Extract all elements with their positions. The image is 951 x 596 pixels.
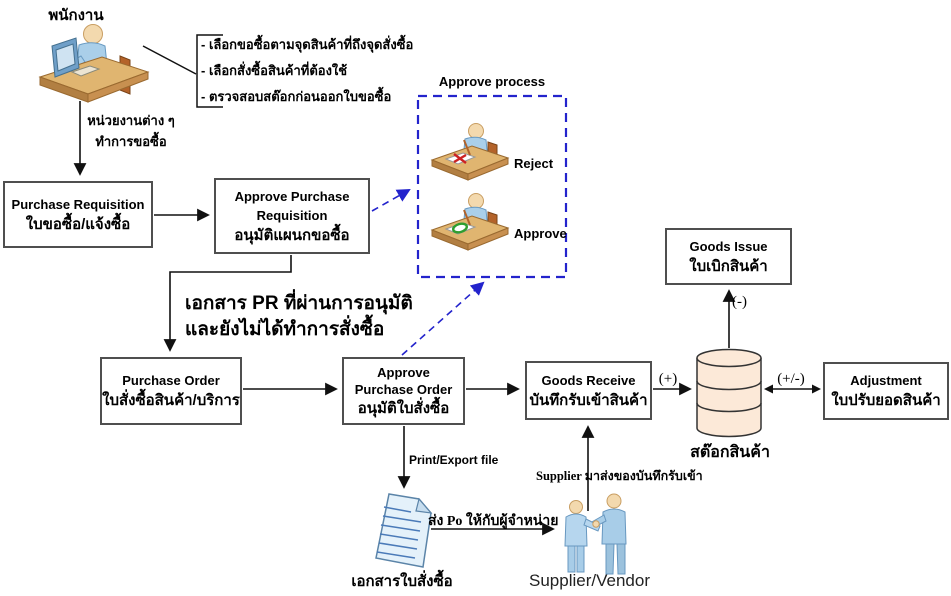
po-document-label: เอกสารใบสั่งซื้อ bbox=[351, 573, 453, 590]
note-item-3: - ตรวจสอบสต๊อกก่อนออกใบขอซื้อ bbox=[201, 89, 392, 104]
purchase-requisition-title: Purchase Requisition bbox=[11, 196, 145, 212]
minus-flow-label: (-) bbox=[732, 294, 747, 310]
employee-computer-icon bbox=[38, 24, 150, 103]
purchase-order-title: Purchase Order bbox=[122, 373, 220, 388]
supplier-vendor-label: Supplier/Vendor bbox=[529, 571, 650, 590]
purchase-order-box: Purchase Order ใบสั่งซื้อสินค้า/บริการ bbox=[100, 357, 242, 425]
purchase-requisition-box: Purchase Requisition ใบขอซื้อ/แจ้งซื้อ bbox=[3, 181, 153, 248]
stock-database-icon bbox=[696, 348, 762, 438]
reject-x-mark bbox=[453, 153, 467, 164]
purchase-order-subtitle: ใบสั่งซื้อสินค้า/บริการ bbox=[102, 392, 240, 409]
pr-approved-note: เอกสาร PR ที่ผ่านการอนุมัติ และยังไม่ได้… bbox=[185, 291, 413, 343]
reject-desk-icon bbox=[431, 122, 509, 181]
supplier-delivery-label: Supplier มาส่งของบันทึกรับเข้า bbox=[536, 469, 703, 483]
dashed-arrow-approve-pr-to-process bbox=[371, 188, 411, 212]
approve-check-mark bbox=[451, 222, 469, 234]
pr-approved-note-line1: เอกสาร PR ที่ผ่านการอนุมัติ bbox=[185, 293, 413, 314]
department-note: หน่วยงานต่าง ๆ ทำการขอซื้อ bbox=[66, 110, 196, 152]
approve-desk-icon bbox=[431, 192, 509, 251]
goods-issue-subtitle: ใบเบิกสินค้า bbox=[689, 257, 768, 275]
employee-label: พนักงาน bbox=[48, 7, 104, 24]
supplier-vendor-icon bbox=[564, 493, 627, 575]
goods-receive-title: Goods Receive bbox=[541, 372, 636, 388]
note-item-1: - เลือกขอซื้อตามจุดสินค้าที่ถึงจุดสั่งซื… bbox=[201, 37, 414, 52]
approve-label: Approve bbox=[514, 226, 567, 241]
goods-issue-title: Goods Issue bbox=[689, 238, 768, 254]
reject-label: Reject bbox=[514, 156, 554, 171]
department-note-line2: ทำการขอซื้อ bbox=[95, 134, 167, 149]
dashed-arrow-approve-po-to-process bbox=[401, 281, 485, 356]
department-note-line1: หน่วยงานต่าง ๆ bbox=[87, 113, 175, 128]
stock-label: สต๊อกสินค้า bbox=[690, 444, 770, 461]
approve-po-title-line1: Approve bbox=[377, 364, 430, 380]
adjustment-subtitle: ใบปรับยอดสินค้า bbox=[831, 392, 941, 409]
approve-process-title: Approve process bbox=[438, 74, 546, 89]
purchase-requisition-subtitle: ใบขอซื้อ/แจ้งซื้อ bbox=[25, 215, 131, 233]
line-employee-to-notes bbox=[142, 45, 197, 75]
adjustment-box: Adjustment ใบปรับยอดสินค้า bbox=[823, 362, 949, 420]
goods-issue-box: Goods Issue ใบเบิกสินค้า bbox=[665, 228, 792, 285]
approve-pr-title-line2: Requisition bbox=[256, 207, 328, 223]
po-document-icon bbox=[375, 493, 433, 568]
approve-purchase-order-box: Approve Purchase Order อนุมัติใบสั่งซื้อ bbox=[342, 357, 465, 425]
goods-receive-box: Goods Receive บันทึกรับเข้าสินค้า bbox=[525, 361, 652, 420]
arrow-stock-adjustment-bidirectional bbox=[764, 384, 821, 394]
approve-po-title-line2: Purchase Order bbox=[354, 381, 453, 397]
note-item-2: - เลือกสั่งซื้อสินค้าที่ต้องใช้ bbox=[201, 63, 348, 78]
send-po-label: ส่ง Po ให้กับผู้จำหน่าย bbox=[428, 514, 559, 529]
approve-purchase-requisition-box: Approve Purchase Requisition อนุมัติแผนก… bbox=[214, 178, 370, 254]
employee-notes-list: - เลือกขอซื้อตามจุดสินค้าที่ถึงจุดสั่งซื… bbox=[201, 32, 413, 110]
print-export-label: Print/Export file bbox=[409, 453, 499, 467]
goods-receive-subtitle: บันทึกรับเข้าสินค้า bbox=[529, 391, 648, 409]
plus-minus-flow-label: (+/-) bbox=[777, 371, 805, 387]
approve-po-subtitle: อนุมัติใบสั่งซื้อ bbox=[357, 399, 450, 417]
plus-flow-label: (+) bbox=[658, 371, 678, 387]
arrow-approve-pr-to-purchase-order bbox=[163, 255, 292, 352]
approve-pr-subtitle: อนุมัติแผนกขอซื้อ bbox=[234, 226, 350, 244]
notes-bracket bbox=[196, 34, 223, 108]
approve-process-dashed-box bbox=[416, 94, 568, 279]
pr-approved-note-line2: และยังไม่ได้ทำการสั่งซื้อ bbox=[185, 319, 385, 340]
adjustment-title: Adjustment bbox=[850, 373, 922, 388]
approve-pr-title-line1: Approve Purchase bbox=[234, 188, 350, 204]
